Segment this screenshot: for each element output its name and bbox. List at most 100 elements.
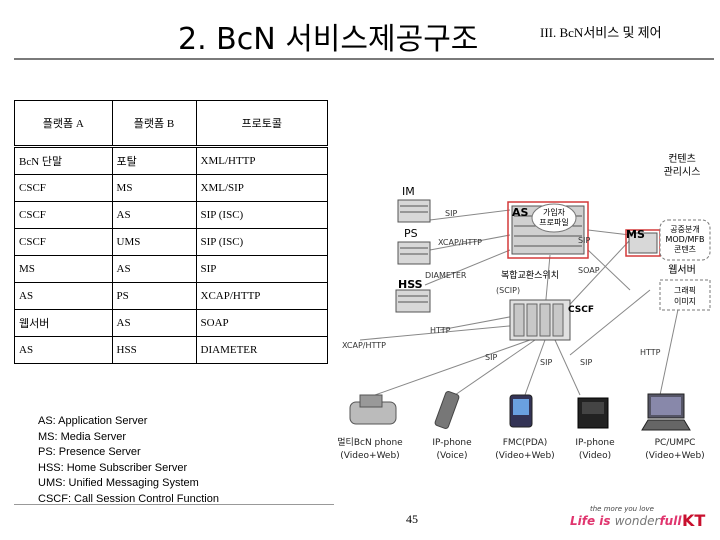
terminal-sub: (Video) [579, 451, 611, 461]
table-cell: AS [111, 255, 197, 283]
link-label: SIP [578, 236, 590, 245]
legend-item: AS: Application Server [38, 415, 148, 427]
profile-label: 프로파일 [539, 218, 568, 227]
link-label: SIP [580, 358, 592, 367]
storage-label: 공중분개 [670, 224, 699, 234]
table-cell: MS [111, 174, 197, 202]
table-cell: 포탈 [111, 146, 197, 175]
link-label: XCAP/HTTP [342, 341, 386, 350]
logo-slogan-c: full [659, 514, 682, 528]
legend-item: CSCF: Call Session Control Function [38, 492, 219, 505]
connection-lines [359, 209, 681, 396]
softswitch: 복합교환스위치 CSCF [501, 269, 594, 341]
storage-label: 콘텐츠 [674, 244, 696, 254]
web-server-label: 웹서버 [668, 264, 696, 276]
link-label: SIP [540, 358, 552, 367]
link-labels: SIP XCAP/HTTP SIP SOAP DIAMETER (SCIP) H… [342, 209, 661, 367]
as-label: AS [512, 206, 529, 219]
table-cell: SIP [195, 255, 329, 283]
link-label: HTTP [430, 326, 451, 335]
logo-slogan: Life is wonderfull [570, 514, 681, 528]
table-cell: DIAMETER [195, 336, 329, 364]
terminal-name: IP-phone [575, 438, 615, 448]
terminal-sub: (Video+Web) [645, 451, 704, 461]
hss-label: HSS [398, 278, 423, 291]
table-cell: XML/HTTP [195, 146, 329, 175]
terminal-labels: 멀티BcN phone (Video+Web) IP-phone (Voice)… [337, 436, 704, 461]
legend-item: UMS: Unified Messaging System [38, 477, 199, 490]
footer-divider [14, 504, 334, 505]
column-header: 플랫폼 A [14, 100, 113, 148]
ms-label: MS [626, 228, 645, 241]
im-label: IM [402, 185, 415, 198]
storage-label: MOD/MFB [665, 235, 704, 244]
cscf-label: CSCF [568, 305, 594, 315]
page-number: 45 [406, 512, 418, 526]
ps-server: PS [397, 227, 431, 265]
ps-label: PS [404, 227, 418, 240]
table-cell: SIP (ISC) [195, 228, 329, 256]
hss-server: HSS [395, 278, 431, 313]
table-cell: MS [14, 255, 113, 283]
page-title: 2. BcN 서비스제공구조 [178, 22, 479, 57]
table-cell: HSS [111, 336, 197, 364]
link-label: SIP [485, 353, 497, 362]
content-mgmt-label: 관리시스 [664, 166, 701, 178]
terminal-name: IP-phone [432, 438, 472, 448]
table-cell: PS [111, 282, 197, 310]
table-cell: SIP (ISC) [195, 201, 329, 229]
link-label: DIAMETER [425, 271, 467, 280]
terminal-ip-phone [434, 391, 460, 429]
terminal-name: 멀티BcN phone [337, 436, 403, 448]
profile-label: 가입자 [543, 208, 566, 217]
table-cell: UMS [111, 228, 197, 256]
ms-server: MS [625, 228, 661, 257]
logo-brand: KT [682, 511, 706, 530]
table-cell: AS [111, 201, 197, 229]
link-label: XCAP/HTTP [438, 238, 482, 247]
legend-item: PS: Presence Server [38, 446, 141, 459]
softswitch-label: 복합교환스위치 [501, 269, 559, 281]
logo-slogan-a: Life is [570, 514, 615, 528]
table-cell: 웹서버 [14, 309, 113, 337]
table-cell: XCAP/HTTP [195, 282, 329, 310]
table-cell: AS [111, 309, 197, 337]
link-label: HTTP [640, 348, 661, 357]
terminal-sub: (Voice) [437, 451, 468, 461]
subscriber-profile: 가입자 프로파일 [531, 203, 577, 233]
terminal-phone [349, 394, 397, 425]
terminal-name: FMC(PDA) [503, 438, 548, 448]
terminal-sub: (Video+Web) [340, 451, 399, 461]
column-header: 플랫폼 B [111, 100, 197, 148]
terminal-pda [509, 394, 533, 428]
terminal-ip-videophone [577, 397, 609, 429]
section-header: III. BcN서비스 및 제어 [540, 25, 662, 40]
logo-tagline: the more you love [590, 505, 654, 513]
web-server: 웹서버 그래픽 이미지 [659, 264, 711, 311]
table-cell: AS [14, 336, 113, 364]
content-storage: 공중분개 MOD/MFB 콘텐츠 [659, 219, 711, 261]
content-mgmt-label: 컨텐츠 [668, 153, 696, 165]
im-server: IM [397, 185, 431, 223]
legend-item: HSS: Home Subscriber Server [38, 461, 188, 474]
table-cell: CSCF [14, 228, 113, 256]
abbreviation-legend: AS: Application Server MS: Media Server … [38, 414, 219, 508]
terminal-sub: (Video+Web) [495, 451, 554, 461]
column-header: 프로토콜 [195, 100, 329, 148]
link-label: SIP [445, 209, 457, 218]
terminal-name: PC/UMPC [655, 438, 696, 448]
web-sub-label: 그래픽 [674, 285, 696, 295]
web-sub-label: 이미지 [674, 296, 696, 306]
table-cell: AS [14, 282, 113, 310]
table-cell: XML/SIP [195, 174, 329, 202]
table-cell: SOAP [195, 309, 329, 337]
